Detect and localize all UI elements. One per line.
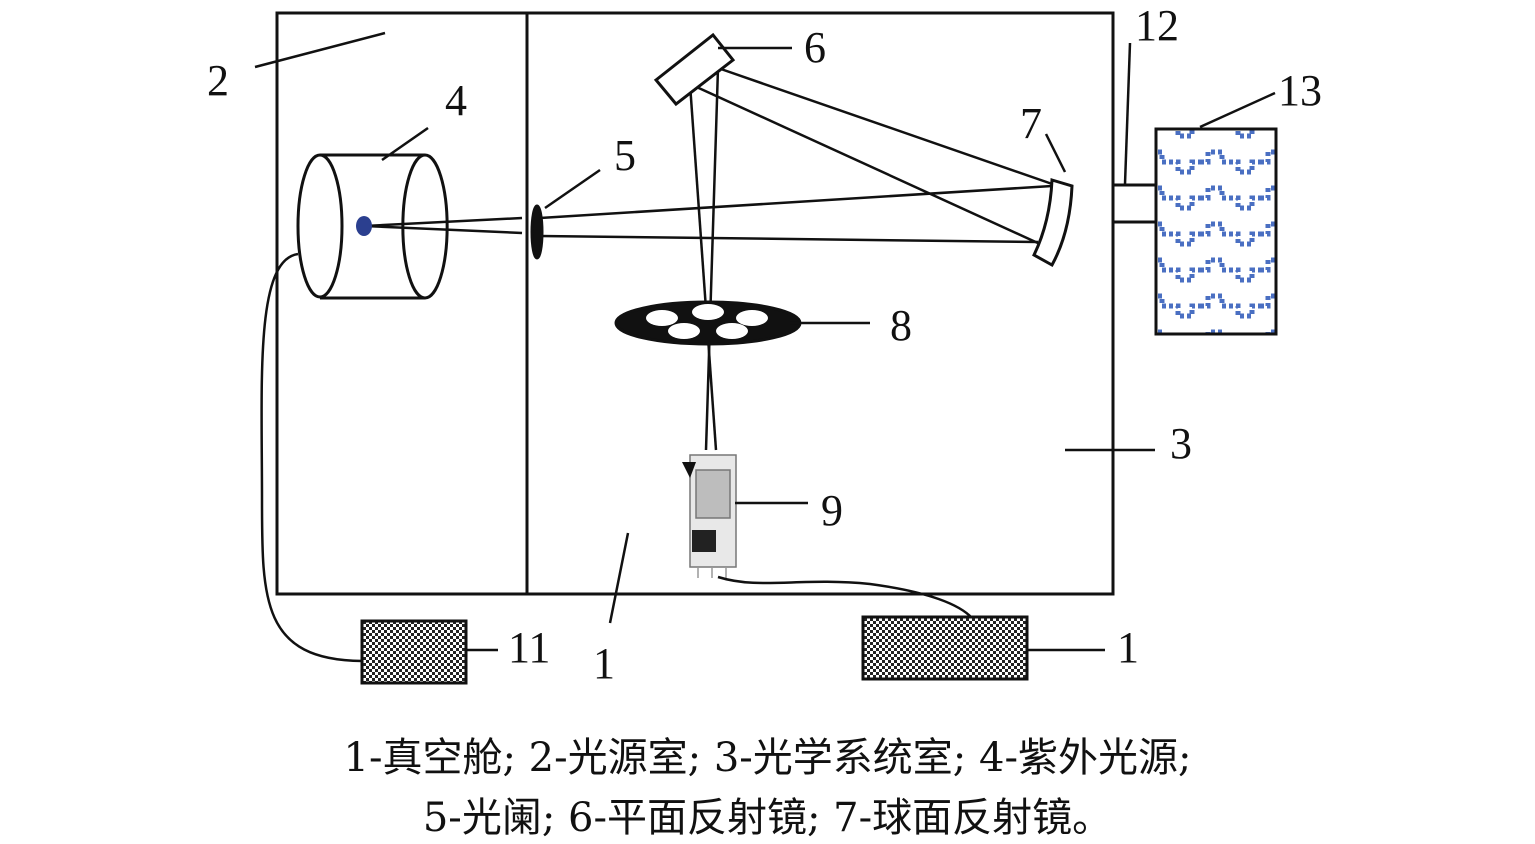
label-5: 5: [614, 131, 636, 180]
label-6: 6: [804, 23, 826, 72]
vacuum-chamber-outline: [275, 11, 1115, 596]
filter-wheel: [614, 300, 802, 346]
aperture: [530, 204, 544, 260]
label-9: 9: [821, 486, 843, 535]
label-11: 11: [508, 623, 550, 672]
label-3: 3: [1170, 419, 1192, 468]
light-beam-paths: [364, 66, 1059, 451]
caption-line-1: 1-真空舱; 2-光源室; 3-光学系统室; 4-紫外光源;: [343, 735, 1192, 781]
apparatus-diagram: 2 4 5 6 7 8 9 3 1 11 1 12 13: [207, 1, 1322, 688]
detector-cable: [717, 575, 973, 619]
label-1-chamber: 1: [593, 639, 615, 688]
label-12: 12: [1135, 1, 1179, 50]
label-7: 7: [1020, 99, 1042, 148]
power-supply-right: [861, 615, 1029, 681]
label-8: 8: [890, 301, 912, 350]
label-2: 2: [207, 56, 229, 105]
leader-lines: [254, 31, 1276, 652]
label-13: 13: [1278, 66, 1322, 115]
photodetector: [682, 454, 737, 578]
plane-mirror: [653, 32, 736, 107]
caption-line-2: 5-光阑; 6-平面反射镜; 7-球面反射镜。: [422, 795, 1113, 841]
label-1-supply: 1: [1117, 623, 1139, 672]
display-monitor: [1154, 127, 1278, 336]
label-4: 4: [445, 76, 467, 125]
source-cable: [260, 252, 363, 663]
spherical-mirror: [1032, 178, 1074, 268]
power-supply-left: [360, 619, 468, 685]
source-point: [356, 216, 372, 236]
